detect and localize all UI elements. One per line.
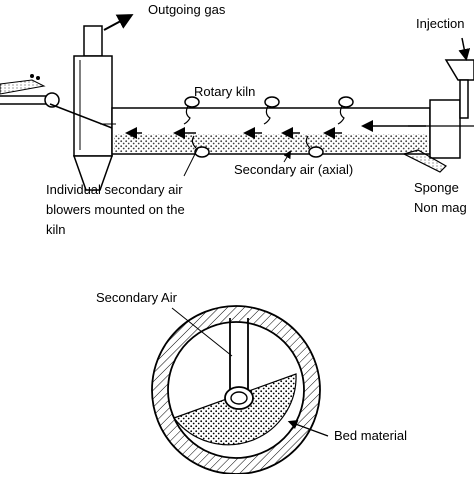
secondary-air-pointer — [171, 307, 233, 357]
cyclone-chimney — [72, 25, 114, 191]
outgoing-gas-arrow — [103, 14, 134, 31]
blowers-label-line-2: blowers mounted on the — [46, 202, 185, 217]
feed-conveyor — [0, 74, 113, 129]
blowers-pointer — [183, 147, 199, 177]
secondary-air-pipe — [224, 318, 254, 410]
kiln-discharge-hood — [408, 99, 474, 159]
secondary-air-axial-label: Secondary air (axial) — [234, 162, 353, 177]
secondary-air-axial-pointer — [283, 150, 292, 163]
outgoing-gas-label: Outgoing gas — [148, 2, 226, 17]
rotary-kiln-shell — [100, 107, 431, 155]
top-air-blowers — [183, 96, 354, 125]
injection-label: Injection — [416, 16, 464, 31]
secondary-air-label: Secondary Air — [96, 290, 178, 305]
blowers-label-line-3: kiln — [46, 222, 66, 237]
non-mag-label: Non mag — [414, 200, 467, 215]
sponge-label: Sponge — [414, 180, 459, 195]
bed-material-pointer — [287, 419, 329, 437]
blowers-label-line-1: Individual secondary air — [46, 182, 183, 197]
bed-material-label: Bed material — [334, 428, 407, 443]
discharge-chute — [402, 149, 447, 173]
rotary-kiln-label: Rotary kiln — [194, 84, 255, 99]
injection-hopper — [444, 37, 474, 119]
bottom-air-blowers — [191, 135, 324, 158]
